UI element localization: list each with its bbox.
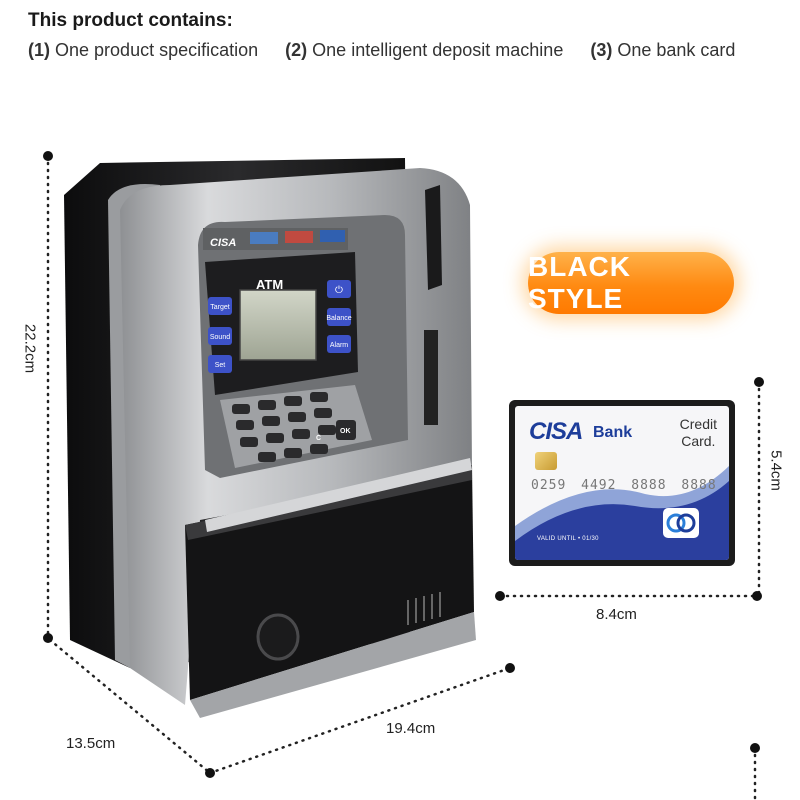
item-number: (1) — [28, 40, 50, 60]
card-bank: Bank — [593, 424, 633, 441]
width-label: 19.4cm — [386, 720, 436, 737]
card-type: Credit Card. — [680, 416, 717, 450]
card-type-line1: Credit — [679, 416, 717, 432]
card-width-label: 8.4cm — [596, 606, 637, 623]
atm-target-label: Target — [210, 304, 230, 311]
card-wave-graphic — [515, 466, 729, 560]
keypad-cancel-label: C — [316, 435, 321, 442]
card-chip-icon — [535, 452, 557, 470]
contents-list: (1) One product specification (2) One in… — [28, 40, 757, 61]
svg-text:⏻: ⏻ — [335, 285, 343, 296]
card-number: 0259 4492 8888 8888 — [531, 478, 717, 493]
item-number: (3) — [590, 40, 613, 60]
card-brand: CISA — [529, 418, 583, 445]
card-valid-until: VALID UNTIL • 01/30 — [537, 536, 599, 542]
item-text: One intelligent deposit machine — [312, 40, 564, 60]
atm-logo: CISA — [210, 237, 236, 249]
contents-item-2: (2) One intelligent deposit machine — [285, 40, 563, 60]
atm-sound-label: Sound — [210, 334, 230, 341]
bank-card-face: CISA Bank Credit Card. 0259 4492 8888 88… — [515, 406, 729, 560]
item-text: One product specification — [55, 40, 259, 60]
style-badge: BLACK STYLE — [528, 251, 734, 314]
depth-label: 13.5cm — [66, 735, 116, 752]
atm-screen-title: ATM — [256, 277, 283, 292]
item-text: One bank card — [617, 40, 736, 60]
atm-balance-label: Balance — [326, 315, 351, 322]
contents-item-1: (1) One product specification — [28, 40, 258, 60]
header: This product contains: — [28, 10, 233, 32]
bank-card: CISA Bank Credit Card. 0259 4492 8888 88… — [509, 400, 735, 566]
atm-set-label: Set — [215, 362, 226, 369]
contents-title: This product contains: — [28, 10, 233, 31]
contents-item-3: (3) One bank card — [590, 40, 735, 60]
card-type-line2: Card. — [681, 433, 716, 449]
keypad-ok-label: OK — [340, 428, 351, 435]
item-number: (2) — [285, 40, 308, 60]
atm-alarm-label: Alarm — [330, 342, 348, 349]
